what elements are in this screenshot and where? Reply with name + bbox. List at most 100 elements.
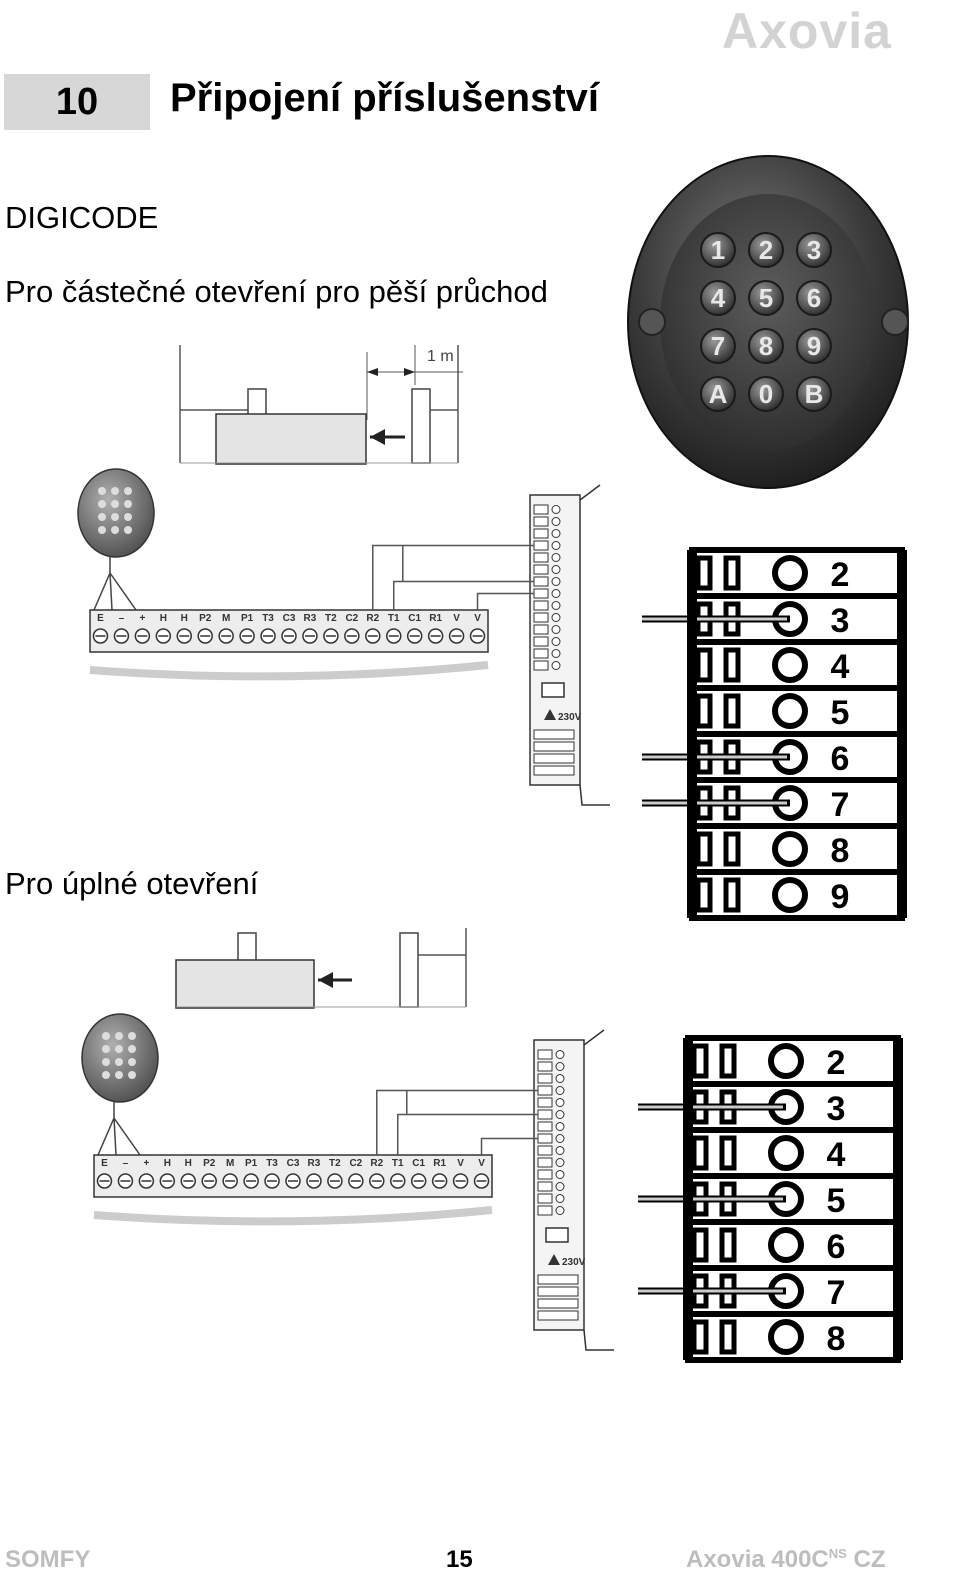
zoom-number: 2 bbox=[831, 556, 850, 594]
connector-pin bbox=[533, 600, 549, 611]
keypad-key-label: 4 bbox=[711, 283, 726, 313]
terminal-label: M bbox=[226, 1158, 234, 1169]
small-keypad-key bbox=[115, 1032, 123, 1040]
keypad-key bbox=[796, 328, 832, 364]
page-number: 15 bbox=[446, 1546, 473, 1573]
axovia-logo: Axovia bbox=[722, 3, 892, 59]
terminal-label: V bbox=[478, 1158, 485, 1169]
connector-pin bbox=[533, 648, 549, 659]
distance-label: 1 m bbox=[427, 348, 454, 365]
small-keypad bbox=[77, 468, 155, 558]
power-pin bbox=[533, 765, 575, 776]
zoom-number: 5 bbox=[831, 694, 850, 732]
zoom-number: 3 bbox=[831, 602, 850, 640]
connector-screw bbox=[551, 541, 561, 550]
terminal-label: H bbox=[185, 1158, 192, 1169]
terminal-label: R3 bbox=[304, 613, 317, 624]
power-pin bbox=[537, 1298, 579, 1309]
connector-pin bbox=[537, 1193, 553, 1204]
terminal-label: – bbox=[119, 613, 125, 624]
zoom-pin bbox=[695, 831, 713, 867]
connector-screw bbox=[551, 529, 561, 538]
terminal-label: H bbox=[160, 613, 167, 624]
small-keypad-key bbox=[124, 526, 132, 534]
small-keypad-key bbox=[115, 1071, 123, 1079]
wire bbox=[376, 1089, 538, 1155]
small-keypad-key bbox=[128, 1045, 136, 1053]
small-keypad-key bbox=[128, 1058, 136, 1066]
power-pin bbox=[533, 741, 575, 752]
connector-screw bbox=[555, 1206, 565, 1215]
zoom-screw bbox=[768, 1043, 804, 1079]
zoom-pin bbox=[691, 1227, 709, 1263]
connector-edge bbox=[583, 1029, 614, 1351]
keypad-key bbox=[796, 280, 832, 316]
chapter-title: Připojení příslušenství bbox=[170, 76, 600, 120]
small-keypad-key bbox=[102, 1045, 110, 1053]
zoom-screw bbox=[772, 831, 808, 867]
keypad-key bbox=[748, 376, 784, 412]
connector-pin bbox=[533, 660, 549, 671]
zoom-number: 8 bbox=[827, 1320, 846, 1358]
footer-lang: CZ bbox=[853, 1546, 886, 1573]
keypad-key-label: 8 bbox=[759, 331, 773, 361]
small-keypad-key bbox=[98, 526, 106, 534]
zoom-screw bbox=[772, 555, 808, 591]
partial-caption: Pro částečné otevření pro pěší průchod bbox=[5, 274, 548, 309]
footer-product-name: Axovia 400C bbox=[686, 1546, 829, 1573]
power-pin bbox=[537, 1310, 579, 1321]
terminal-label: H bbox=[181, 613, 188, 624]
small-keypad-key bbox=[98, 500, 106, 508]
board-shadow bbox=[89, 661, 489, 681]
terminal-label: C3 bbox=[283, 613, 296, 624]
wire bbox=[396, 1113, 538, 1155]
terminal-label: + bbox=[143, 1158, 149, 1169]
footer-brand: SOMFY bbox=[5, 1546, 91, 1573]
warning-icon bbox=[548, 1254, 560, 1265]
keypad-key bbox=[700, 328, 736, 364]
zoom-number: 6 bbox=[827, 1228, 846, 1266]
zoom-number: 4 bbox=[831, 648, 850, 686]
mains-label: 230V bbox=[562, 1257, 586, 1268]
mains-label: 230V bbox=[558, 712, 582, 723]
small-keypad-key bbox=[102, 1058, 110, 1066]
footer-product-sup: NS bbox=[828, 1546, 847, 1561]
zoom-pin bbox=[719, 1043, 737, 1079]
connector-screw bbox=[555, 1134, 565, 1143]
connector-pin bbox=[533, 612, 549, 623]
connector-screw bbox=[555, 1122, 565, 1131]
terminal-label: P2 bbox=[203, 1158, 216, 1169]
zoom-pin bbox=[695, 555, 713, 591]
zoom-number: 7 bbox=[831, 786, 850, 824]
connector-pin bbox=[533, 504, 549, 515]
connector-pin bbox=[537, 1121, 553, 1132]
connector-pin bbox=[533, 552, 549, 563]
keypad-cable bbox=[97, 1100, 141, 1156]
zoom-pin bbox=[691, 1135, 709, 1171]
connector-pin bbox=[533, 636, 549, 647]
connector-pin bbox=[537, 1061, 553, 1072]
terminal-label: T3 bbox=[262, 613, 274, 624]
connector-screw bbox=[555, 1062, 565, 1071]
zoom-number: 5 bbox=[827, 1182, 846, 1220]
zoom-pin bbox=[691, 1043, 709, 1079]
zoom-screw bbox=[768, 1227, 804, 1263]
connector-screw bbox=[551, 637, 561, 646]
zoom-pin bbox=[719, 1227, 737, 1263]
zoom-number: 4 bbox=[827, 1136, 846, 1174]
terminal-label: V bbox=[457, 1158, 464, 1169]
zoom-pin bbox=[723, 647, 741, 683]
connector-screw bbox=[555, 1074, 565, 1083]
zoom-number: 3 bbox=[827, 1090, 846, 1128]
terminal-label: – bbox=[123, 1158, 129, 1169]
small-keypad-key bbox=[98, 487, 106, 495]
keypad-key-label: A bbox=[709, 379, 728, 409]
terminal-label: T1 bbox=[392, 1158, 404, 1169]
chapter-number: 10 bbox=[4, 74, 150, 130]
small-keypad-key bbox=[98, 513, 106, 521]
small-keypad-key bbox=[102, 1032, 110, 1040]
terminal-label: P1 bbox=[245, 1158, 258, 1169]
connector-screw bbox=[551, 601, 561, 610]
connector-screw bbox=[555, 1194, 565, 1203]
keypad-key bbox=[700, 232, 736, 268]
